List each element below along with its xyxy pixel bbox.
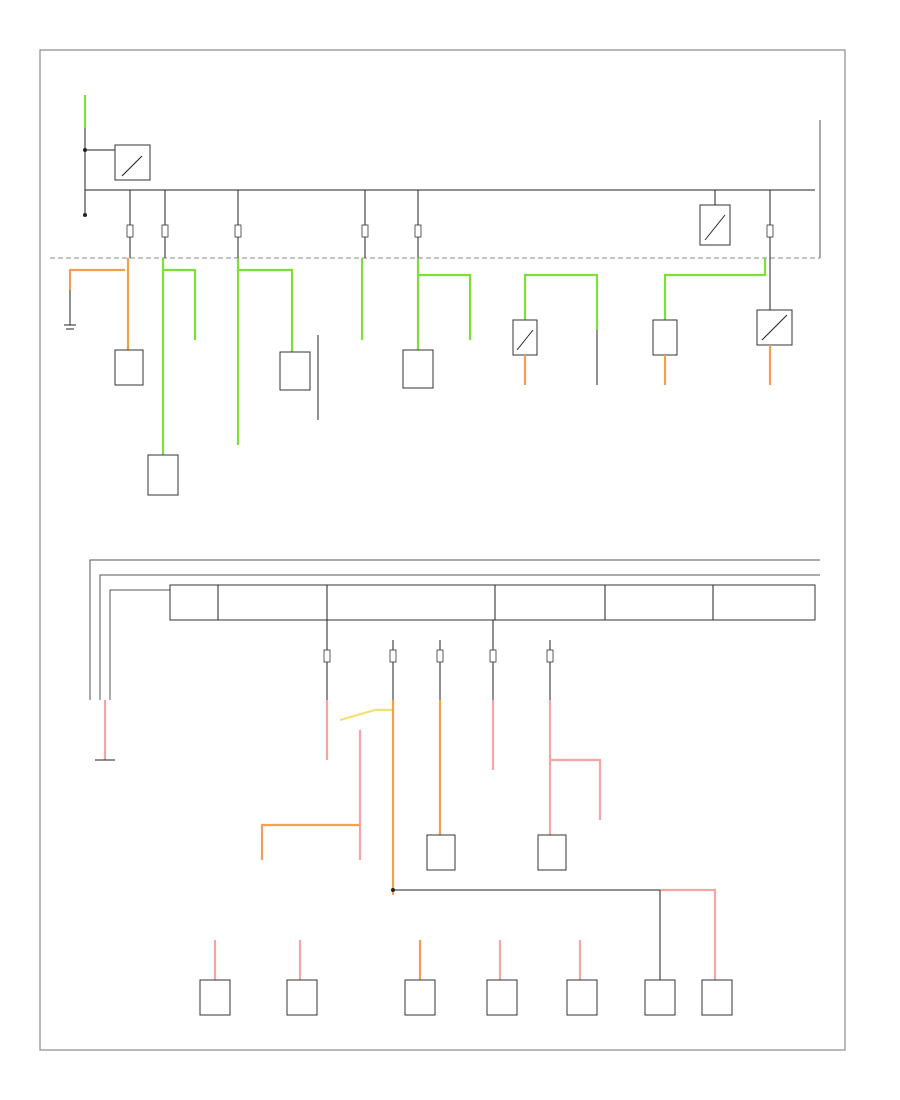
component-d	[402, 349, 434, 389]
bottom-component-6	[644, 979, 676, 1016]
fuse-module-row	[169, 584, 816, 621]
component-c	[279, 351, 311, 391]
fuse-f1	[126, 224, 134, 238]
relay-box-top	[114, 144, 151, 181]
bottom-component-1	[199, 979, 231, 1016]
component-f	[652, 319, 678, 356]
bottom-component-7	[701, 979, 733, 1016]
component-e	[512, 319, 538, 356]
fuse-b4	[489, 649, 497, 663]
fuse-b3	[436, 649, 444, 663]
bottom-component-5	[566, 979, 598, 1016]
top-power-section	[50, 95, 821, 496]
fuse-b5	[546, 649, 554, 663]
bottom-component-4	[486, 979, 518, 1016]
component-g	[426, 834, 456, 871]
fuse-f5	[414, 224, 422, 238]
component-b	[147, 454, 179, 496]
bottom-component-2	[286, 979, 318, 1016]
fuse-f3	[234, 224, 242, 238]
fuse-f4	[361, 224, 369, 238]
fuse-b1	[323, 649, 331, 663]
relay-upper-right	[699, 204, 731, 246]
fuse-f2	[161, 224, 169, 238]
bottom-power-section	[89, 559, 820, 1016]
diagram-frame	[39, 49, 846, 1051]
component-h	[537, 834, 567, 871]
fuse-f6	[766, 224, 774, 238]
fuse-b2	[389, 649, 397, 663]
component-a	[114, 349, 144, 386]
bottom-component-3	[404, 979, 436, 1016]
